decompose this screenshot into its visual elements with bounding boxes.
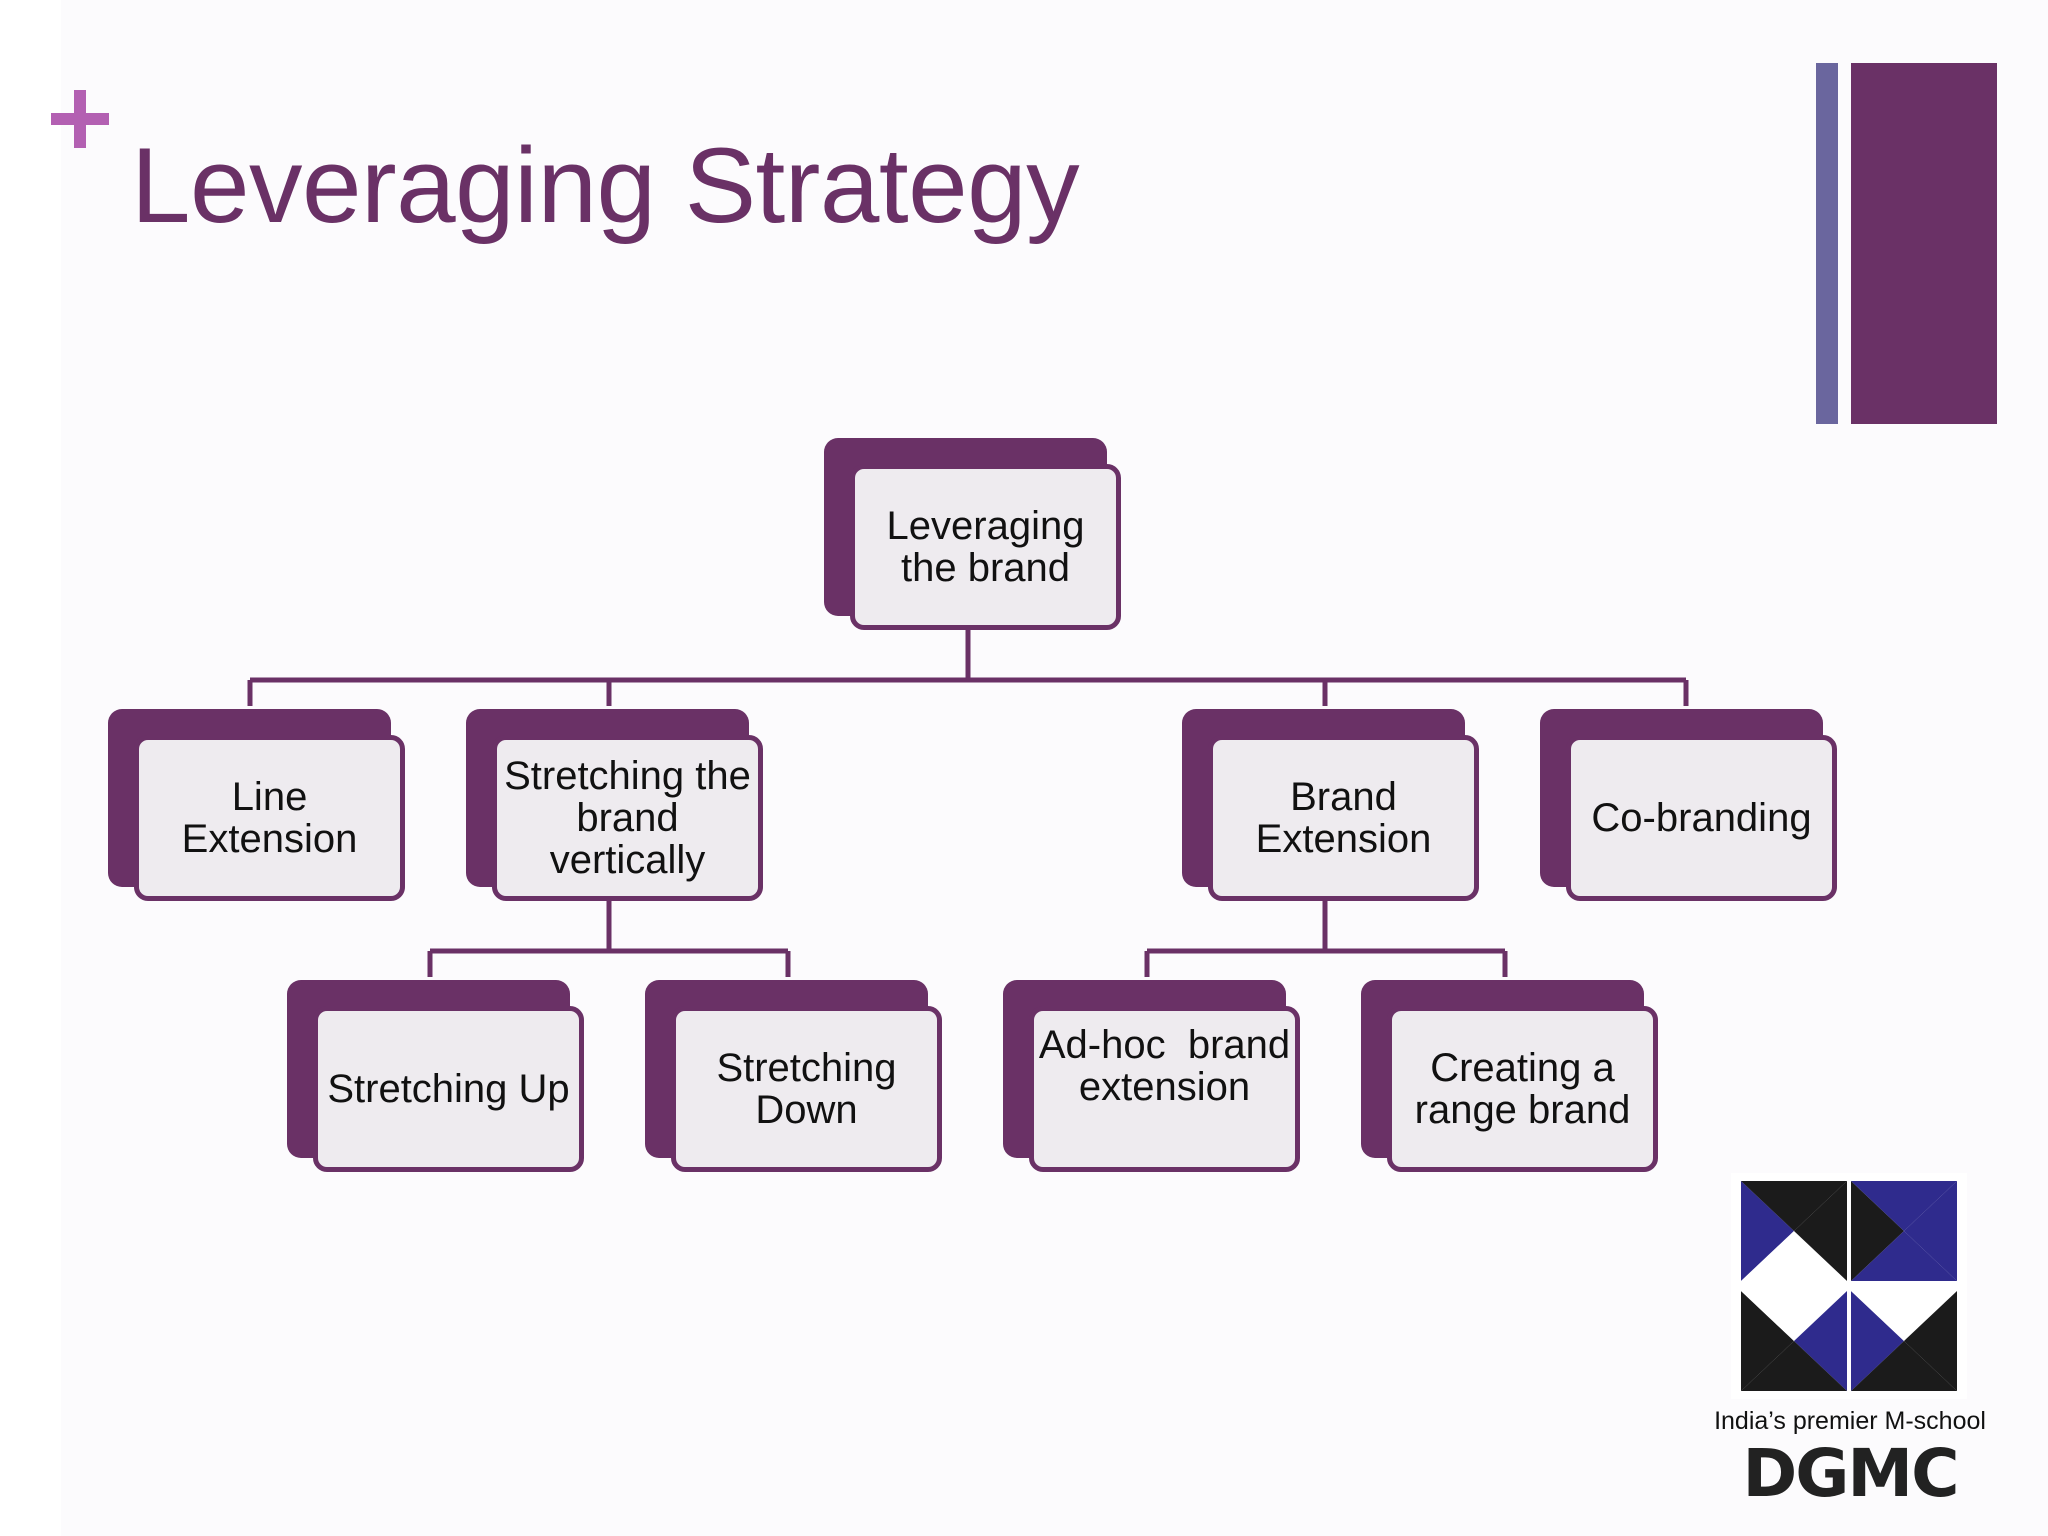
node-stretching-down: Stretching Down <box>645 980 942 1172</box>
node-label: Stretching Down <box>716 1046 897 1132</box>
node-box <box>134 735 405 901</box>
accent-bar-thick <box>1851 63 1997 424</box>
node-adhoc-brand-extension: Ad-hoc brand extension <box>1003 980 1300 1172</box>
plus-icon <box>51 90 109 148</box>
slide-title: Leveraging Strategy <box>131 125 1080 245</box>
node-box <box>850 464 1121 630</box>
accent-bar-thin <box>1816 63 1838 424</box>
node-label: Brand Extension <box>1255 775 1432 861</box>
node-box <box>1029 1006 1300 1172</box>
node-label: Creating a range brand <box>1414 1046 1631 1132</box>
node-stretching-up: Stretching Up <box>287 980 584 1172</box>
node-label: Line Extension <box>181 775 358 861</box>
node-box <box>1387 1006 1658 1172</box>
node-range-brand: Creating a range brand <box>1361 980 1658 1172</box>
node-box <box>1208 735 1479 901</box>
node-box <box>671 1006 942 1172</box>
dgmc-logo-icon <box>1731 1173 1967 1399</box>
node-box <box>492 735 763 901</box>
node-label: Leveraging the brand <box>886 504 1085 590</box>
node-label: Stretching the brand vertically <box>504 754 751 882</box>
logo-wordmark: DGMC <box>1742 1435 1959 1512</box>
node-line-extension: Line Extension <box>108 709 405 901</box>
node-brand-extension: Brand Extension <box>1182 709 1479 901</box>
node-leveraging-the-brand: Leveraging the brand <box>824 438 1121 630</box>
node-box <box>313 1006 584 1172</box>
logo-tagline: India’s premier M-school <box>1714 1407 1986 1435</box>
node-label: Stretching Up <box>327 1067 570 1111</box>
node-label: Co-branding <box>1591 796 1812 840</box>
node-box <box>1566 735 1837 901</box>
node-label: Ad-hoc brand extension <box>1038 1023 1302 1109</box>
node-stretching-vertically: Stretching the brand vertically <box>466 709 763 901</box>
node-co-branding: Co-branding <box>1540 709 1837 901</box>
